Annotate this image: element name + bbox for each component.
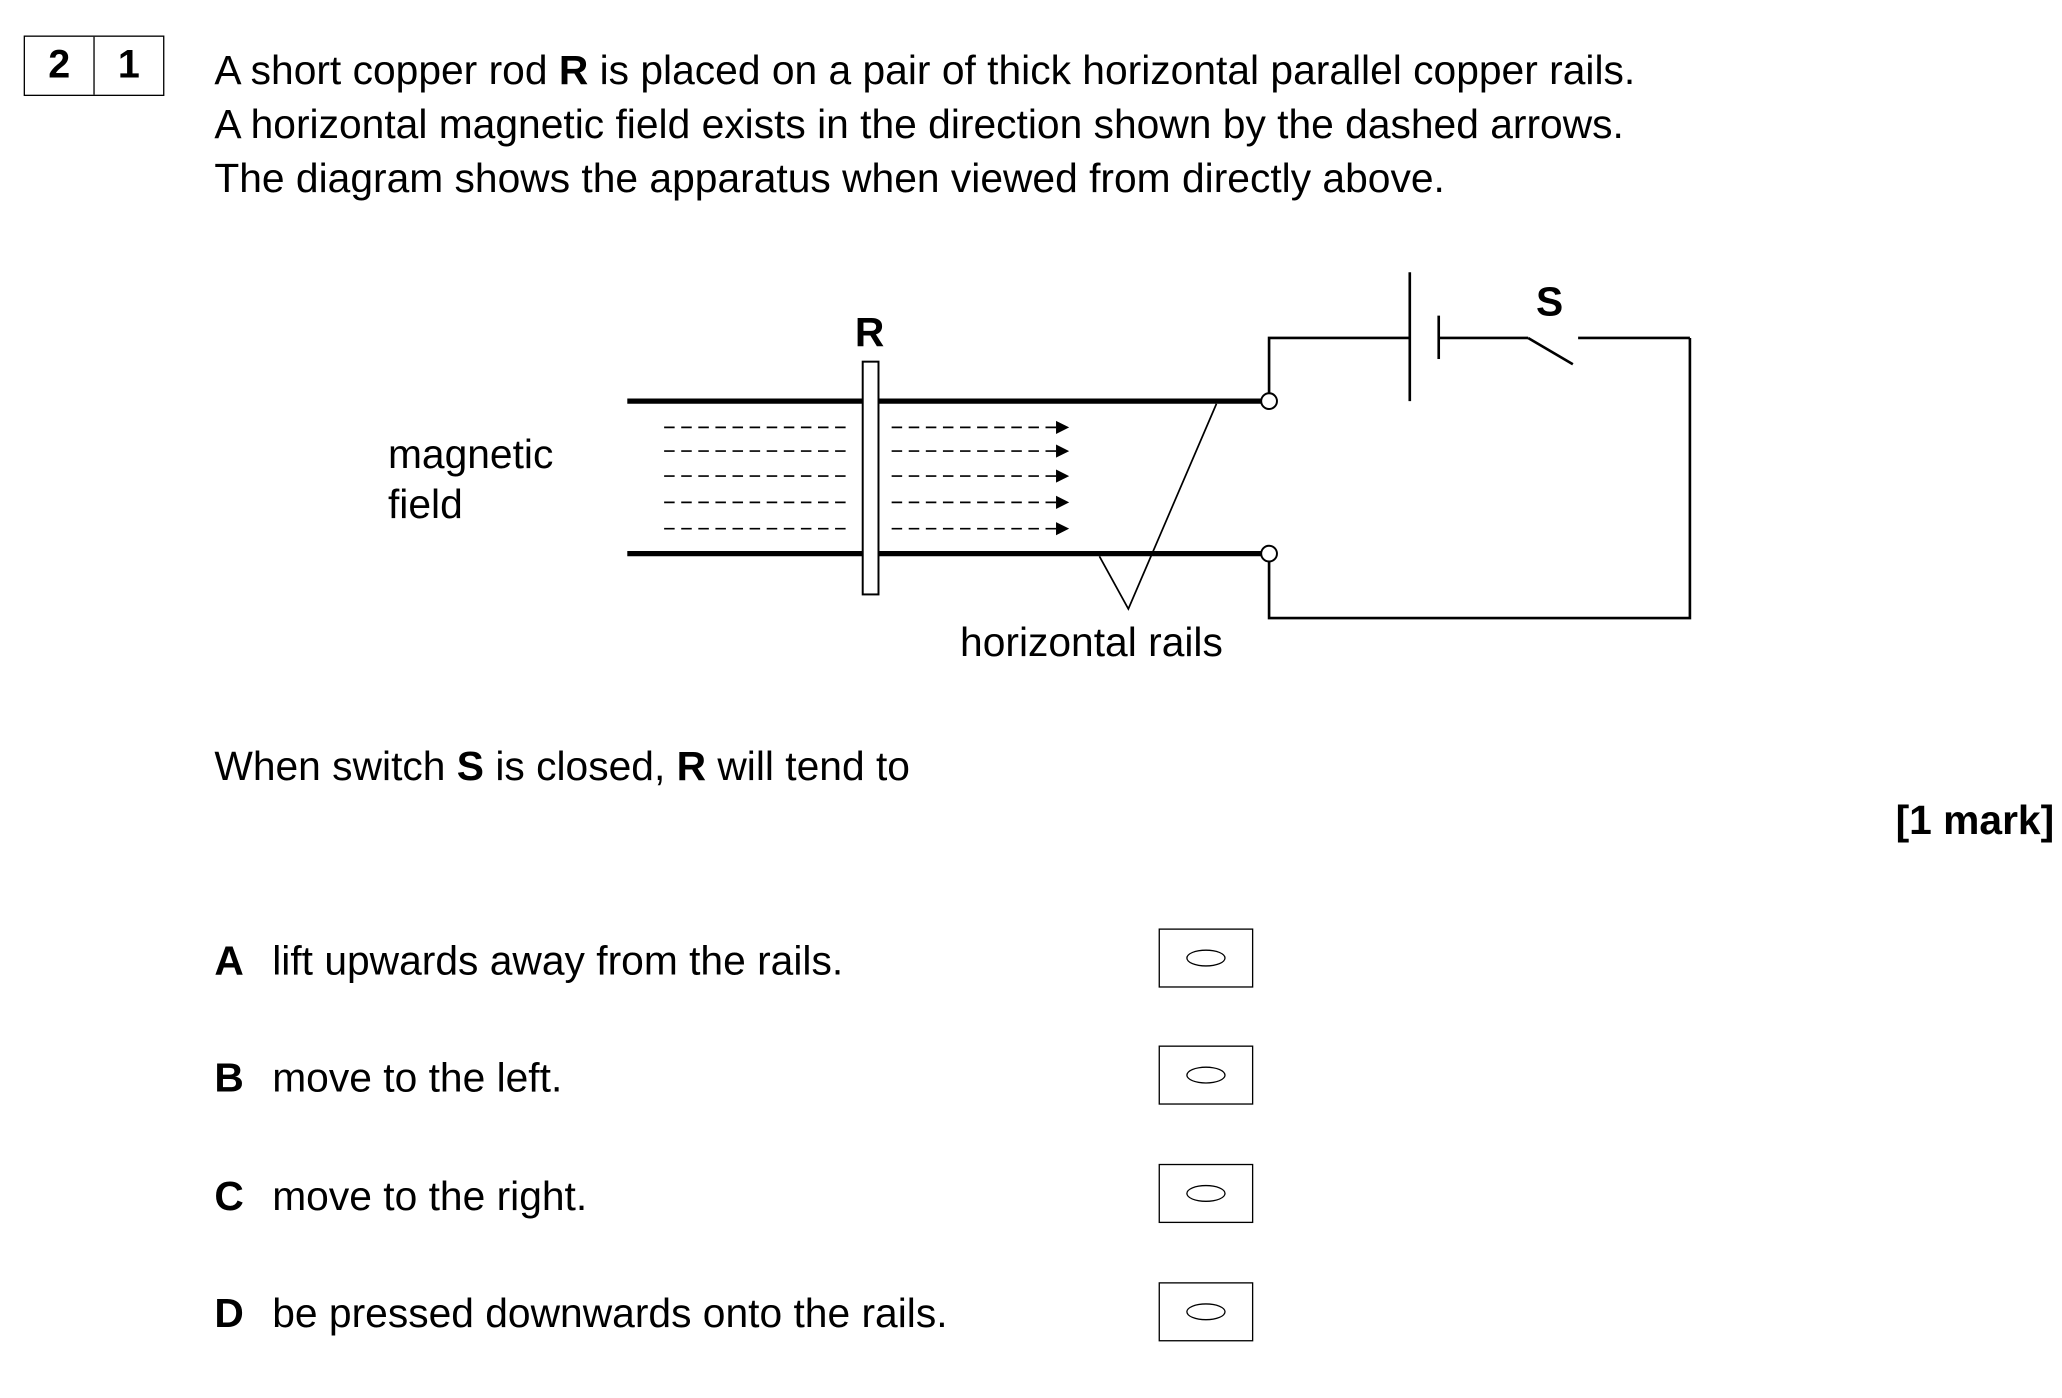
oval-icon — [1186, 1184, 1226, 1203]
magnetic-field-arrows — [664, 426, 1059, 530]
question-number-box: 2 1 — [23, 35, 165, 97]
terminal-bottom — [1260, 544, 1278, 563]
rails-leader-lines — [1098, 403, 1218, 611]
answer-box-d[interactable] — [1158, 1282, 1254, 1342]
answer-box-a[interactable] — [1158, 928, 1254, 988]
copper-rod — [861, 360, 880, 596]
battery-icon — [1408, 272, 1441, 402]
rails-label: horizontal rails — [960, 619, 1223, 666]
rod-label: R — [854, 309, 885, 356]
terminal-top — [1260, 392, 1278, 410]
marks-label: [1 mark] — [1895, 796, 2055, 843]
circuit-wires — [1267, 336, 1692, 620]
switch-label: S — [1536, 278, 1564, 325]
field-label-line-1: magnetic — [387, 431, 554, 478]
option-text: lift upwards away from the rails. — [272, 937, 844, 984]
field-label-line-2: field — [387, 481, 463, 528]
option-text: move to the right. — [272, 1173, 588, 1220]
intro-line-1: A short copper rod R is placed on a pair… — [214, 47, 1636, 94]
oval-icon — [1186, 949, 1226, 967]
answer-box-c[interactable] — [1158, 1163, 1254, 1224]
oval-icon — [1186, 1066, 1226, 1084]
option-letter: A — [214, 937, 244, 984]
intro-line-3: The diagram shows the apparatus when vie… — [214, 155, 1445, 202]
question-prompt: When switch S is closed, R will tend to — [214, 743, 910, 790]
option-text: be pressed downwards onto the rails. — [272, 1290, 948, 1337]
question-number-digit: 1 — [93, 36, 163, 95]
option-text: move to the left. — [272, 1054, 563, 1101]
oval-icon — [1186, 1303, 1226, 1321]
option-letter: B — [214, 1054, 244, 1101]
switch-icon — [1527, 336, 1574, 366]
arrowheads — [1056, 420, 1070, 536]
option-letter: D — [214, 1290, 244, 1337]
option-letter: C — [214, 1173, 244, 1220]
intro-line-2: A horizontal magnetic field exists in th… — [214, 101, 1624, 148]
answer-box-b[interactable] — [1158, 1045, 1254, 1105]
question-number-digit: 2 — [48, 43, 71, 87]
